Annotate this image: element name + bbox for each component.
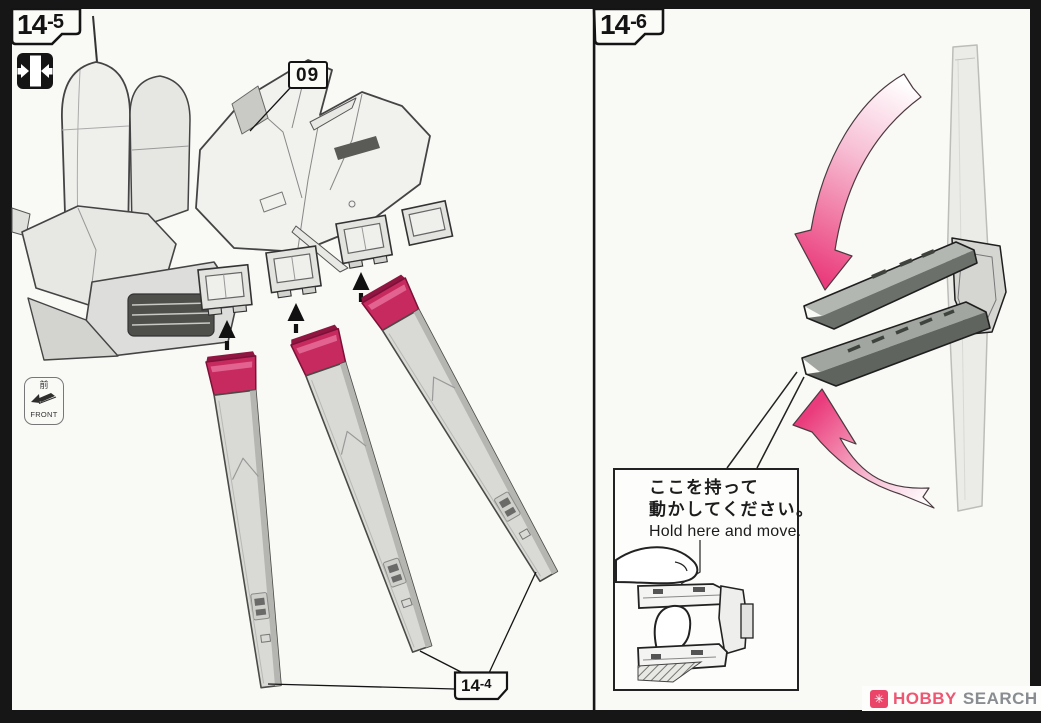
socket-1 bbox=[197, 263, 253, 316]
motion-arrow-up bbox=[792, 388, 935, 509]
callout-jp-line1: ここを持って bbox=[649, 478, 760, 497]
backpack-illustration bbox=[11, 15, 431, 361]
index-finger bbox=[615, 546, 699, 585]
step-number: 14 bbox=[600, 9, 630, 40]
bottom-fin bbox=[801, 301, 991, 387]
step-label-box-left bbox=[10, 7, 82, 46]
callout-pointer-line bbox=[726, 371, 798, 469]
socket-2 bbox=[265, 245, 322, 299]
fin-blade bbox=[305, 361, 433, 653]
top-fin bbox=[803, 241, 978, 330]
ref-label-14-4: 14 -4 bbox=[461, 676, 492, 695]
part09-box bbox=[288, 61, 328, 89]
ref-number: 14 bbox=[461, 676, 480, 695]
ref-leader-2 bbox=[419, 650, 464, 674]
socket-3 bbox=[335, 214, 394, 269]
fin-part-1 bbox=[205, 351, 282, 689]
front-label: FRONT bbox=[30, 410, 58, 419]
movement-diagram bbox=[726, 44, 1007, 512]
antenna bbox=[92, 15, 98, 63]
motion-arrow-down bbox=[794, 73, 922, 291]
opened-fin-assembly bbox=[801, 237, 1007, 387]
ref-leader-3 bbox=[488, 571, 537, 674]
step-suffix: -6 bbox=[630, 11, 647, 33]
insert-direction-icon bbox=[17, 53, 53, 89]
hobby-search-watermark: ✳ HOBBY SEARCH bbox=[862, 686, 1041, 711]
fin-blade bbox=[213, 389, 282, 689]
step-label-box-right bbox=[592, 7, 665, 46]
leader-lines bbox=[249, 86, 537, 690]
callout-pointer-line bbox=[756, 376, 805, 469]
fingernail bbox=[674, 561, 688, 572]
brand-search: SEARCH bbox=[962, 688, 1038, 708]
booster-right bbox=[129, 75, 191, 231]
assembly-arrow-3 bbox=[352, 272, 370, 303]
panel-divider bbox=[592, 9, 596, 710]
part-number-label: 09 bbox=[296, 65, 320, 86]
step-suffix: -5 bbox=[47, 11, 64, 33]
part09-leader bbox=[249, 86, 292, 132]
front-icon: 前 FRONT bbox=[24, 377, 64, 425]
hinge-hub-end bbox=[718, 585, 748, 656]
socket-4 bbox=[401, 199, 454, 247]
fin-sockets bbox=[197, 199, 454, 316]
ref-label-box bbox=[453, 671, 509, 701]
step-number: 14 bbox=[17, 9, 47, 40]
front-kanji: 前 bbox=[39, 380, 49, 390]
fin-part-2 bbox=[290, 324, 433, 653]
assembly-arrows bbox=[218, 272, 370, 359]
fin-part-3 bbox=[361, 274, 559, 583]
front-arrow-icon bbox=[31, 393, 57, 404]
hand-illustration bbox=[615, 540, 754, 683]
hobby-search-logo-icon: ✳ bbox=[870, 689, 888, 708]
ref-leader-1 bbox=[267, 683, 456, 690]
callout-en-line: Hold here and move. bbox=[649, 522, 802, 540]
brand-hobby: HOBBY bbox=[893, 688, 957, 708]
ref-suffix: -4 bbox=[479, 676, 492, 691]
assembly-arrow-2 bbox=[287, 303, 305, 341]
callout-text: ここを持って 動かしてください。 Hold here and move. bbox=[615, 470, 815, 543]
shadow-hatch bbox=[637, 661, 703, 683]
fin-parts bbox=[205, 274, 559, 689]
instruction-callout: ここを持って 動かしてください。 Hold here and move. bbox=[613, 468, 815, 691]
callout-jp-line2: 動かしてください。 bbox=[649, 500, 815, 520]
step-label-14-5: 14 -5 bbox=[17, 9, 64, 40]
step-label-14-6: 14 -6 bbox=[600, 9, 647, 40]
